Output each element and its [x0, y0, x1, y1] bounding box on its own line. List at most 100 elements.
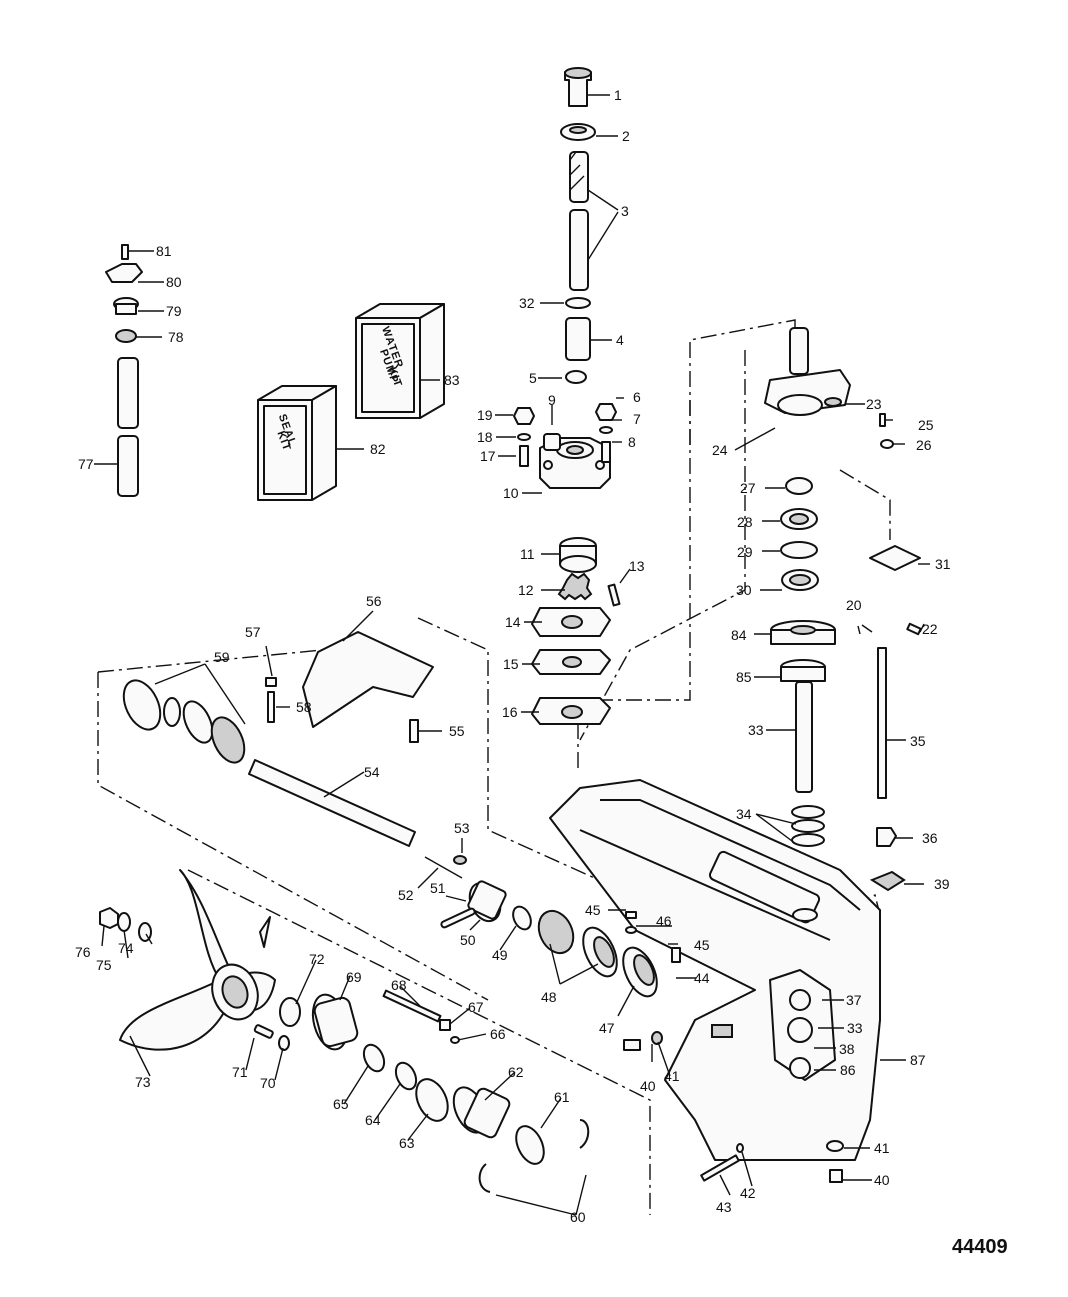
- part-11-insert: [559, 537, 597, 573]
- callout-52: 52: [398, 887, 414, 903]
- figure-id: 44409: [952, 1236, 1008, 1258]
- part-22-screw: [906, 622, 922, 636]
- callout-labels: 1 2 3 32 4 5 6 7 8 9 19 18 17 10 11 12 1…: [75, 87, 1008, 1258]
- callout-36: 36: [922, 830, 938, 846]
- callout-11: 11: [520, 546, 535, 562]
- callout-50: 50: [460, 932, 476, 948]
- part-60-retaining-ring: [478, 1119, 590, 1193]
- leader-lines: [94, 94, 930, 1216]
- callout-62: 62: [508, 1064, 524, 1080]
- part-34-roller-bearing: [791, 805, 825, 847]
- callout-40b: 40: [874, 1172, 890, 1188]
- callout-32: 32: [519, 295, 535, 311]
- part-57-nut: [265, 677, 277, 687]
- callout-44: 44: [694, 970, 710, 986]
- callout-34: 34: [736, 806, 752, 822]
- part-12-impeller: [557, 572, 593, 601]
- part-69-hub: [311, 993, 359, 1051]
- propeller-assembly: [99, 869, 590, 1193]
- part-29-o-ring: [780, 541, 818, 559]
- callout-5: 5: [529, 370, 537, 386]
- callout-23: 23: [866, 396, 882, 412]
- callout-19: 19: [477, 407, 493, 423]
- shift-shaft-upper: [789, 327, 809, 375]
- callout-47: 47: [599, 1020, 615, 1036]
- callout-28: 28: [737, 514, 753, 530]
- callout-45b: 45: [694, 937, 710, 953]
- callout-51: 51: [430, 880, 446, 896]
- callout-16: 16: [502, 704, 518, 720]
- callout-6: 6: [633, 389, 641, 405]
- callout-59: 59: [214, 649, 230, 665]
- part-20-pin: [861, 624, 873, 633]
- callout-31: 31: [935, 556, 951, 572]
- callout-15: 15: [503, 656, 519, 672]
- callout-41: 41: [664, 1068, 680, 1084]
- part-31-gasket: [869, 545, 921, 571]
- driveshaft-column: [513, 67, 621, 725]
- part-50-clutch: [467, 880, 507, 923]
- part-55-bolt: [409, 719, 419, 743]
- part-39-block: [869, 870, 906, 892]
- callout-83: 83: [444, 372, 460, 388]
- part-1-bushing: [564, 67, 592, 107]
- part-43-bolt: [700, 1154, 740, 1182]
- callout-22: 22: [922, 621, 938, 637]
- seal-kit-box: SEAL KIT: [257, 385, 337, 501]
- callout-69: 69: [346, 969, 362, 985]
- part-3-driveshaft: [569, 151, 589, 291]
- callout-33b: 33: [847, 1020, 863, 1036]
- callout-40: 40: [640, 1078, 656, 1094]
- callout-60: 60: [570, 1209, 586, 1225]
- callout-58: 58: [296, 699, 312, 715]
- callout-79: 79: [166, 303, 182, 319]
- callout-1: 1: [614, 87, 622, 103]
- part-78-seal: [115, 329, 137, 343]
- part-33-pinion-shaft: [795, 681, 813, 793]
- part-62-carrier: [452, 1086, 511, 1139]
- callout-35: 35: [910, 733, 926, 749]
- callout-65: 65: [333, 1096, 349, 1112]
- part-52-cam-follower: [424, 856, 463, 879]
- callout-80: 80: [166, 274, 182, 290]
- callout-76: 76: [75, 944, 91, 960]
- part-84-bearing: [770, 620, 836, 645]
- part-85-cup: [780, 659, 826, 682]
- part-81-screw: [121, 244, 129, 260]
- callout-77: 77: [78, 456, 94, 472]
- callout-56: 56: [366, 593, 382, 609]
- callout-61: 61: [554, 1089, 570, 1105]
- callout-30: 30: [736, 582, 752, 598]
- part-25-screw: [879, 413, 886, 427]
- right-column: [764, 327, 922, 892]
- part-79-bushing: [113, 297, 139, 315]
- kit-boxes: WATER PUMP KIT SEAL KIT: [257, 303, 445, 501]
- part-2-bearing: [560, 123, 596, 141]
- part-70-washer: [278, 1035, 290, 1051]
- callout-25: 25: [918, 417, 934, 433]
- callout-57: 57: [245, 624, 261, 640]
- part-40-screw-lower: [829, 1169, 843, 1183]
- callout-53: 53: [454, 820, 470, 836]
- callout-82: 82: [370, 441, 386, 457]
- callout-45: 45: [585, 902, 601, 918]
- part-45-plug: [625, 911, 637, 919]
- part-71-screw: [253, 1024, 274, 1039]
- callout-37: 37: [846, 992, 862, 1008]
- callout-7: 7: [633, 411, 641, 427]
- part-65-bearing: [362, 1043, 386, 1073]
- part-36-cam: [876, 827, 897, 847]
- callout-43: 43: [716, 1199, 732, 1215]
- callout-74: 74: [118, 940, 134, 956]
- part-9-plug: [543, 433, 561, 451]
- callout-13: 13: [629, 558, 645, 574]
- part-48-gear: [537, 909, 575, 955]
- part-67-nut: [439, 1019, 451, 1031]
- gear-housing: [549, 779, 881, 1161]
- callout-39: 39: [934, 876, 950, 892]
- callout-66: 66: [490, 1026, 506, 1042]
- callout-54: 54: [364, 764, 380, 780]
- part-49-washer: [512, 905, 532, 931]
- callout-2: 2: [622, 128, 630, 144]
- callout-38: 38: [839, 1041, 855, 1057]
